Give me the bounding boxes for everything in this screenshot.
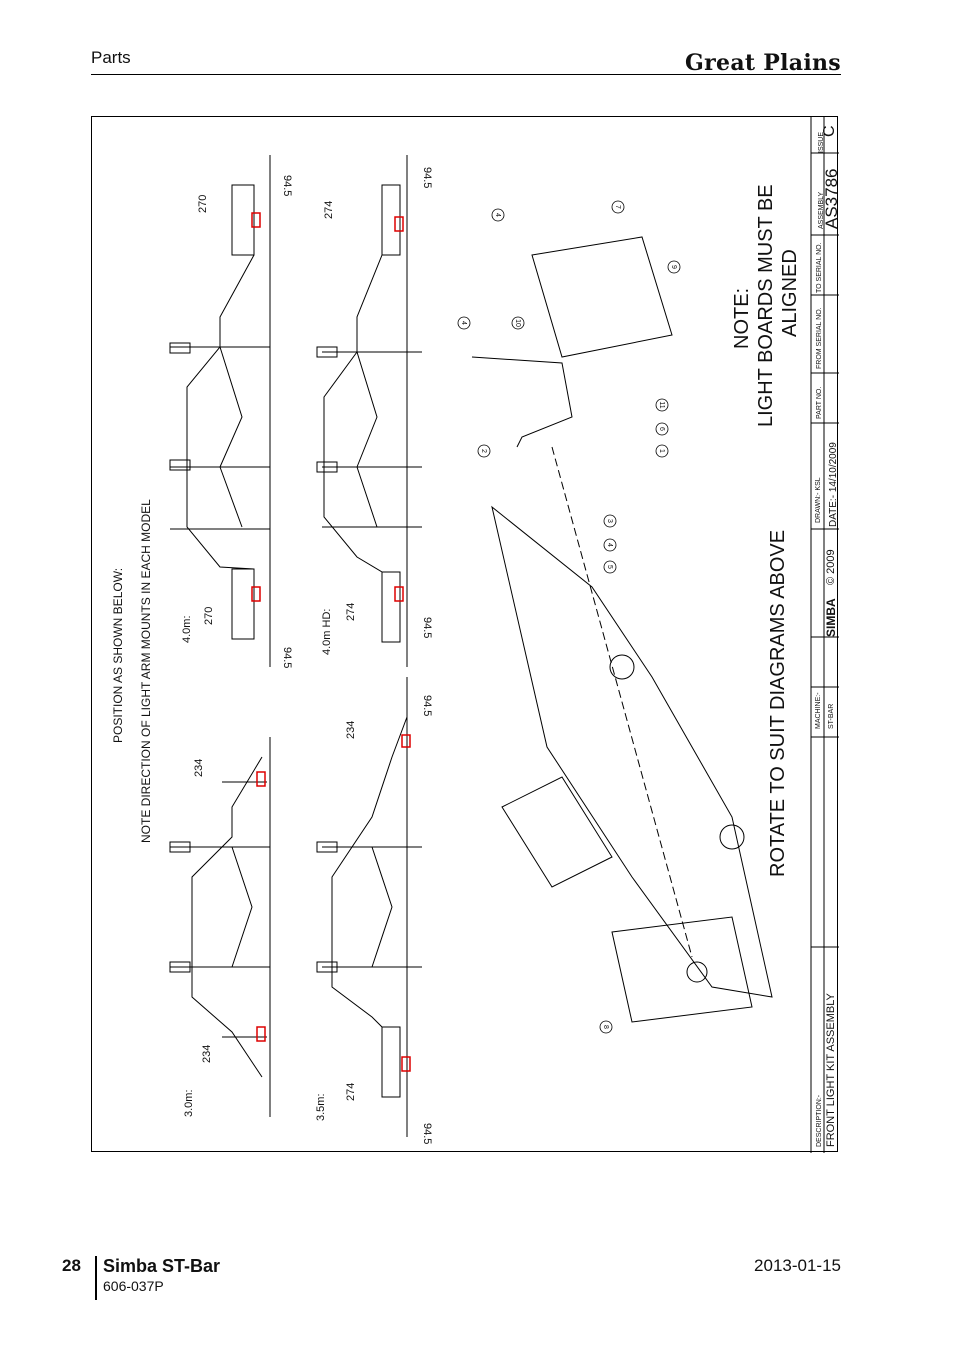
callout-1: 1 (658, 449, 665, 453)
issue-value: C (821, 125, 838, 137)
callout-4a: 4 (494, 213, 501, 217)
note-line2: ALIGNED (779, 249, 801, 337)
light-board-right (531, 236, 673, 358)
exploded-assembly (471, 236, 773, 1023)
callout-5: 6 (658, 427, 665, 431)
position-instruction: POSITION AS SHOWN BELOW: (111, 568, 125, 743)
label-3-5m: 3.5m: (315, 1093, 327, 1121)
light-bracket (471, 356, 573, 448)
callout-8: 9 (670, 265, 677, 269)
callout-4c: 4 (606, 543, 613, 547)
label-4-0m: 4.0m: (181, 615, 193, 643)
dim-4-0m-hd-a: 274 (323, 201, 335, 219)
issue-label: ISSUE (818, 132, 825, 153)
manual-code: 606-037P (103, 1278, 164, 1294)
drawing-date: DATE:- 14/10/2009 (828, 442, 839, 527)
manual-title: Simba ST-Bar (103, 1256, 221, 1276)
description: FRONT LIGHT KIT ASSEMBLY (825, 992, 837, 1147)
light-board-left (611, 916, 753, 1023)
diagram-4-0m (169, 155, 271, 667)
callout-9: 10 (514, 319, 521, 327)
machine-value: ST-BAR (828, 704, 835, 729)
offset-4-0m-b: 94.5 (281, 647, 293, 668)
diagram-4-0m-hd (316, 155, 422, 667)
page-number: 28 (62, 1256, 81, 1275)
dim-4-0m-a: 270 (197, 195, 209, 213)
dim-3-0m-a: 234 (193, 759, 205, 777)
callout-3: 5 (606, 565, 613, 569)
assembly-number: AS3786 (822, 169, 839, 230)
dim-3-0m-b: 234 (201, 1045, 213, 1063)
dim-3-5m-a: 274 (345, 1083, 357, 1101)
callout-11: 11 (658, 401, 665, 408)
offset-4-0m-hd-b: 94.5 (421, 617, 433, 638)
label-4-0m-hd: 4.0m HD: (321, 609, 333, 655)
from-serial-label: FROM SERIAL NO. (816, 307, 823, 369)
callout-7: 8 (602, 1025, 609, 1029)
part-no-label: PART NO. (816, 387, 823, 419)
offset-4-0m-a: 94.5 (281, 175, 293, 196)
description-label: DESCRIPTION:- (816, 1094, 823, 1147)
footer-divider (95, 1256, 97, 1300)
diagram-3-5m (316, 677, 422, 1137)
callout-bubbles (457, 200, 681, 1034)
offset-4-0m-hd-a: 94.5 (421, 167, 433, 188)
model-diagrams (169, 155, 422, 1137)
note-line1: LIGHT BOARDS MUST BE (755, 184, 777, 427)
to-serial-label: TO SERIAL NO. (816, 242, 823, 293)
rotate-note: ROTATE TO SUIT DIAGRAMS ABOVE (767, 530, 789, 877)
frame-beam (491, 505, 773, 998)
note-title: NOTE: (731, 288, 753, 349)
dim-3-5m-b: 234 (345, 721, 357, 739)
drawing-canvas: ISSUE C ASSEMBLY AS3786 TO SERIAL NO. FR… (111, 117, 841, 1153)
offset-3-5m-b: 94.5 (421, 1123, 433, 1144)
callout-10: 3 (606, 519, 613, 523)
frame-plate (501, 776, 613, 888)
diagram-3-0m (169, 737, 271, 1117)
callout-2: 2 (480, 449, 487, 453)
light-markers (251, 212, 411, 1072)
title-block (810, 117, 839, 1153)
section-label: Parts (91, 48, 131, 67)
offset-3-5m-a: 94.5 (421, 695, 433, 716)
drawn-by: DRAWN:- KSL (815, 477, 822, 523)
assembly-label: ASSEMBLY (818, 191, 825, 229)
dim-4-0m-hd-b: 274 (345, 603, 357, 621)
copyright: © 2009 (825, 549, 837, 585)
header-rule (91, 74, 841, 75)
direction-note: NOTE DIRECTION OF LIGHT ARM MOUNTS IN EA… (139, 499, 153, 843)
simba-logo: SIMBA (824, 598, 838, 637)
callout-6: 7 (614, 205, 621, 209)
assembly-drawing: ISSUE C ASSEMBLY AS3786 TO SERIAL NO. FR… (91, 116, 841, 1153)
callout-4b: 4 (460, 321, 467, 325)
brand-logo: Great Plains (685, 50, 841, 76)
publish-date: 2013-01-15 (754, 1256, 841, 1275)
label-3-0m: 3.0m: (183, 1089, 195, 1117)
machine-label: MACHINE:- (815, 692, 822, 729)
dim-4-0m-b: 270 (203, 607, 215, 625)
